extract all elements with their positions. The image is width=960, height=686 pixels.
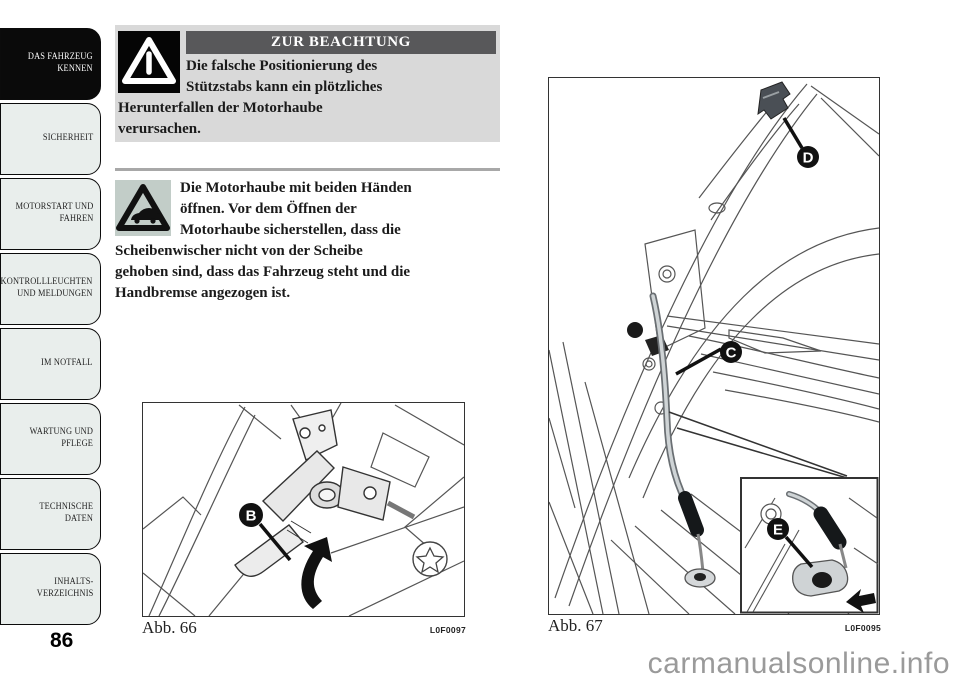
sidebar-tab-kontrollleuchten: KONTROLLLEUCHTEN UND MELDUNGEN	[0, 253, 101, 325]
sidebar-tab-im-notfall: IM NOTFALL	[0, 328, 101, 400]
sidebar-tab-technische-daten: TECHNISCHE DATEN	[0, 478, 101, 550]
insert-arrow	[846, 589, 876, 613]
sidebar-tab-inhaltsverzeichnis: INHALTS- VERZEICHNIS	[0, 553, 101, 625]
label-e-leader-line	[784, 535, 814, 569]
figure-67-caption: Abb. 67	[548, 616, 603, 635]
sidebar-tab-das-fahrzeug-kennen: DAS FAHRZEUG KENNEN	[0, 28, 101, 100]
rod-pivot-knob	[627, 322, 643, 338]
svg-text:C: C	[726, 345, 737, 362]
hood-latch-drawing: B	[143, 403, 464, 616]
sidebar-tab-label: KONTROLLLEUCHTEN UND MELDUNGEN	[1, 277, 93, 299]
instruction-body-text: Die Motorhaube mit beiden Händen öffnen.…	[115, 180, 412, 301]
svg-text:B: B	[246, 508, 257, 525]
sidebar-tab-label: INHALTS- VERZEICHNIS	[36, 577, 93, 599]
instruction-paragraph: Die Motorhaube mit beiden Händen öffnen.…	[115, 178, 503, 304]
figure-66-code: L0F0097	[429, 625, 466, 635]
label-c-leader-line	[675, 347, 722, 376]
detail-inset: E	[740, 477, 879, 614]
warning-box: ZUR BEACHTUNG Die falsche Positionierung…	[115, 25, 500, 142]
sidebar-tab-label: DAS FAHRZEUG KENNEN	[28, 52, 93, 74]
figure-67-code: L0F0095	[844, 623, 881, 633]
svg-text:D: D	[803, 150, 814, 167]
section-divider-rule	[115, 168, 500, 171]
sidebar-tab-label: WARTUNG UND PFLEGE	[29, 427, 93, 449]
sidebar-tab-label: MOTORSTART UND FAHREN	[15, 202, 93, 224]
sidebar-tab-label: IM NOTFALL	[41, 358, 93, 369]
main-text-column: ZUR BEACHTUNG Die falsche Positionierung…	[115, 25, 500, 142]
label-d-leader-line	[782, 117, 804, 149]
figure-abb-66: B	[142, 402, 465, 617]
warning-triangle-icon	[118, 31, 180, 93]
inset-leader-lines	[668, 411, 848, 479]
warning-body-text: Die falsche Positionierung des Stützstab…	[118, 58, 383, 137]
hood-support-rod-drawing: E C D	[549, 81, 879, 614]
sidebar-tab-motorstart-und-fahren: MOTORSTART UND FAHREN	[0, 178, 101, 250]
page-number: 86	[50, 629, 74, 652]
sidebar-tab-label: TECHNISCHE DATEN	[39, 502, 93, 524]
label-b-badge: B	[239, 503, 263, 527]
lift-arrow	[301, 537, 332, 609]
warning-title: ZUR BEACHTUNG	[271, 34, 411, 50]
figure-abb-67: E C D	[548, 77, 880, 615]
sidebar-tab-label: SICHERHEIT	[42, 133, 93, 144]
sidebar-tab-wartung-und-pflege: WARTUNG UND PFLEGE	[0, 403, 101, 475]
figure-66-caption-row: Abb. 66 L0F0097	[142, 618, 466, 638]
label-d-badge: D	[797, 146, 819, 168]
support-rod-c	[649, 292, 716, 588]
hood-latch-mechanism	[234, 409, 416, 577]
figure-66-caption: Abb. 66	[142, 618, 197, 637]
car-warning-triangle-icon	[115, 180, 171, 236]
label-e-badge: E	[767, 518, 789, 540]
hood-clip-d	[757, 81, 791, 120]
svg-text:E: E	[773, 522, 783, 539]
engine-bay-lines	[143, 403, 464, 616]
sidebar-tab-sicherheit: SICHERHEIT	[0, 103, 101, 175]
torx-screw	[412, 541, 448, 577]
label-b-leader-line	[258, 522, 292, 562]
label-c-badge: C	[720, 341, 742, 363]
watermark: carmanualsonline.info	[647, 647, 950, 680]
warning-header-bar: ZUR BEACHTUNG	[186, 31, 496, 54]
chapter-tab-sidebar: DAS FAHRZEUG KENNEN SICHERHEIT MOTORSTAR…	[0, 28, 101, 625]
figure-67-caption-row: Abb. 67 L0F0095	[548, 616, 881, 636]
